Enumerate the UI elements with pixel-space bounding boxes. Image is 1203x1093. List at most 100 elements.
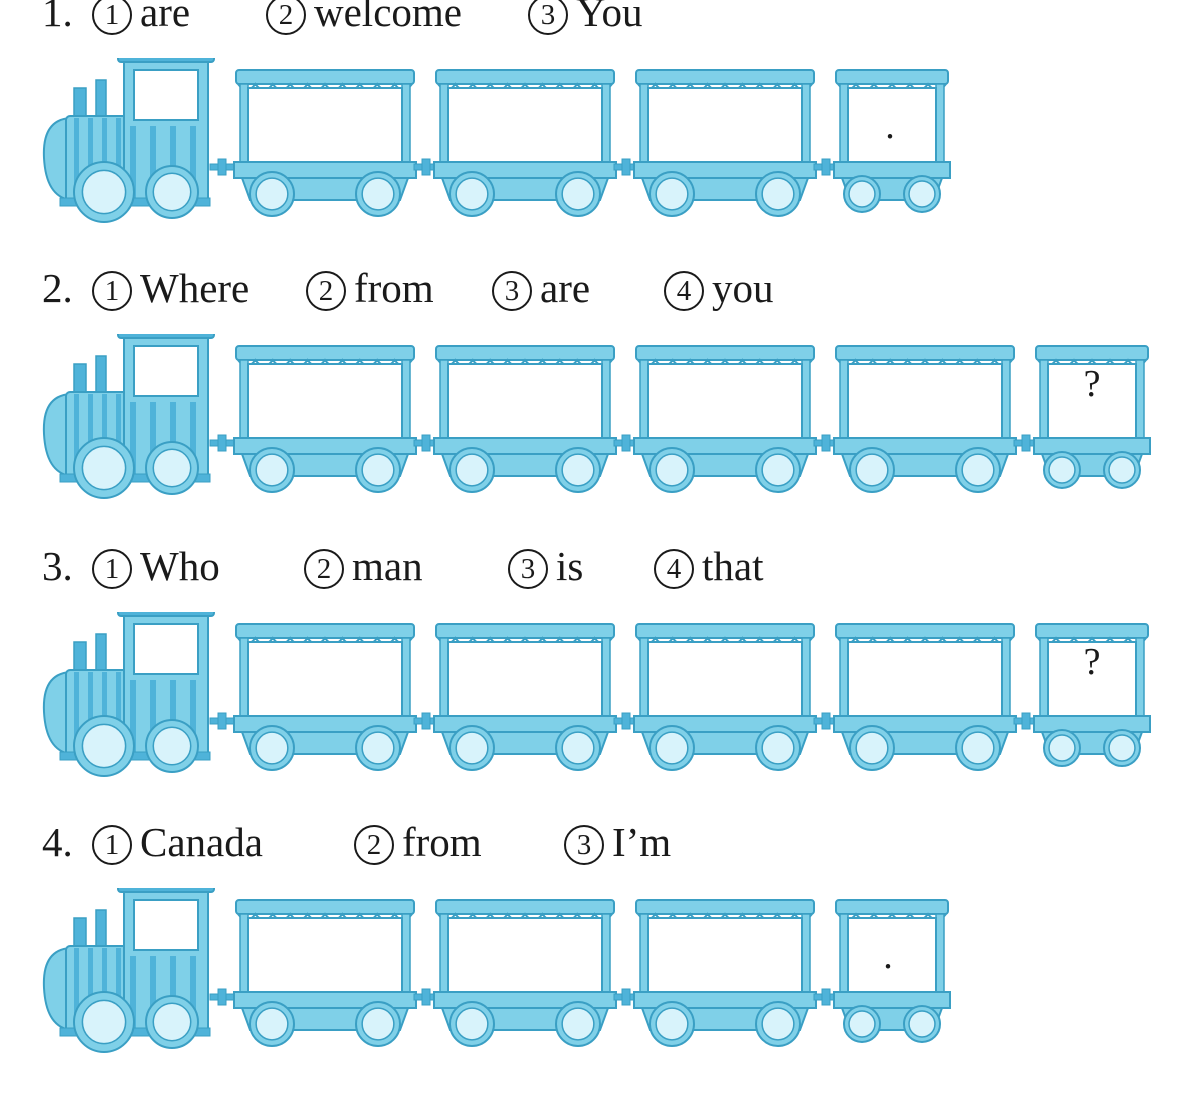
circled-number: 1	[92, 549, 132, 589]
wheel-icon	[555, 725, 601, 771]
train-wagon	[233, 345, 417, 493]
end-punctuation: ?	[1083, 363, 1101, 405]
wheel-icon	[449, 447, 495, 493]
circled-number: 1	[92, 0, 132, 35]
wheel-icon	[1043, 451, 1081, 489]
word: I’m	[612, 819, 672, 865]
train-graphic	[42, 612, 1151, 777]
question-number: 3.	[42, 543, 73, 589]
word: are	[140, 0, 191, 35]
coupler	[209, 712, 235, 730]
circled-number: 2	[266, 0, 306, 35]
word: Who	[140, 543, 220, 589]
train-wagon	[433, 345, 617, 493]
train: .	[0, 58, 1203, 228]
question-number: 2.	[42, 265, 73, 311]
wheel-icon	[755, 725, 801, 771]
answer-box	[447, 917, 603, 995]
answer-box	[1047, 363, 1137, 441]
wheel-icon	[1103, 729, 1141, 767]
train-graphic	[42, 58, 951, 223]
wheel-icon	[73, 715, 135, 777]
word: from	[354, 265, 434, 311]
last-wagon	[833, 69, 951, 213]
answer-box	[447, 87, 603, 165]
circled-number: 2	[304, 549, 344, 589]
word: man	[352, 543, 423, 589]
wheel-icon	[1043, 729, 1081, 767]
word: You	[576, 0, 643, 35]
answer-box	[247, 87, 403, 165]
word: Canada	[140, 819, 263, 865]
coupler	[209, 988, 235, 1006]
wheel-icon	[955, 447, 1001, 493]
circled-number: 3	[508, 549, 548, 589]
wheel-icon	[555, 1001, 601, 1047]
answer-box	[647, 917, 803, 995]
last-wagon	[1033, 345, 1151, 489]
train-wagon	[433, 623, 617, 771]
answer-box	[647, 87, 803, 165]
wheel-icon	[249, 1001, 295, 1047]
wheel-icon	[449, 171, 495, 217]
word: from	[402, 819, 482, 865]
wheel-icon	[355, 725, 401, 771]
wheel-icon	[355, 1001, 401, 1047]
wheel-icon	[849, 725, 895, 771]
question-number: 4.	[42, 819, 73, 865]
circled-number: 3	[528, 0, 568, 35]
train-wagon	[433, 69, 617, 217]
answer-box	[1047, 641, 1137, 719]
wheel-icon	[355, 447, 401, 493]
wheel-icon	[849, 447, 895, 493]
wheel-icon	[649, 725, 695, 771]
train: ?	[0, 612, 1203, 782]
circled-number: 3	[492, 271, 532, 311]
wheel-icon	[249, 171, 295, 217]
answer-box	[247, 363, 403, 441]
train-wagon	[233, 69, 417, 217]
train-wagon	[633, 623, 817, 771]
end-punctuation: .	[885, 105, 895, 147]
answer-box	[447, 363, 603, 441]
circled-number: 2	[354, 825, 394, 865]
locomotive-icon	[42, 888, 215, 1053]
wheel-icon	[145, 165, 199, 219]
wheel-icon	[755, 171, 801, 217]
coupler	[413, 434, 439, 452]
circled-number: 2	[306, 271, 346, 311]
circled-number: 1	[92, 271, 132, 311]
train-wagon	[433, 899, 617, 1047]
answer-box	[847, 87, 937, 165]
wheel-icon	[843, 1005, 881, 1043]
answer-box	[247, 641, 403, 719]
answer-box	[847, 917, 937, 995]
wheel-icon	[649, 1001, 695, 1047]
wheel-icon	[903, 175, 941, 213]
wheel-icon	[249, 725, 295, 771]
question-number: 1.	[42, 0, 73, 35]
train: ?	[0, 334, 1203, 504]
circled-number: 1	[92, 825, 132, 865]
wheel-icon	[249, 447, 295, 493]
answer-box	[647, 641, 803, 719]
